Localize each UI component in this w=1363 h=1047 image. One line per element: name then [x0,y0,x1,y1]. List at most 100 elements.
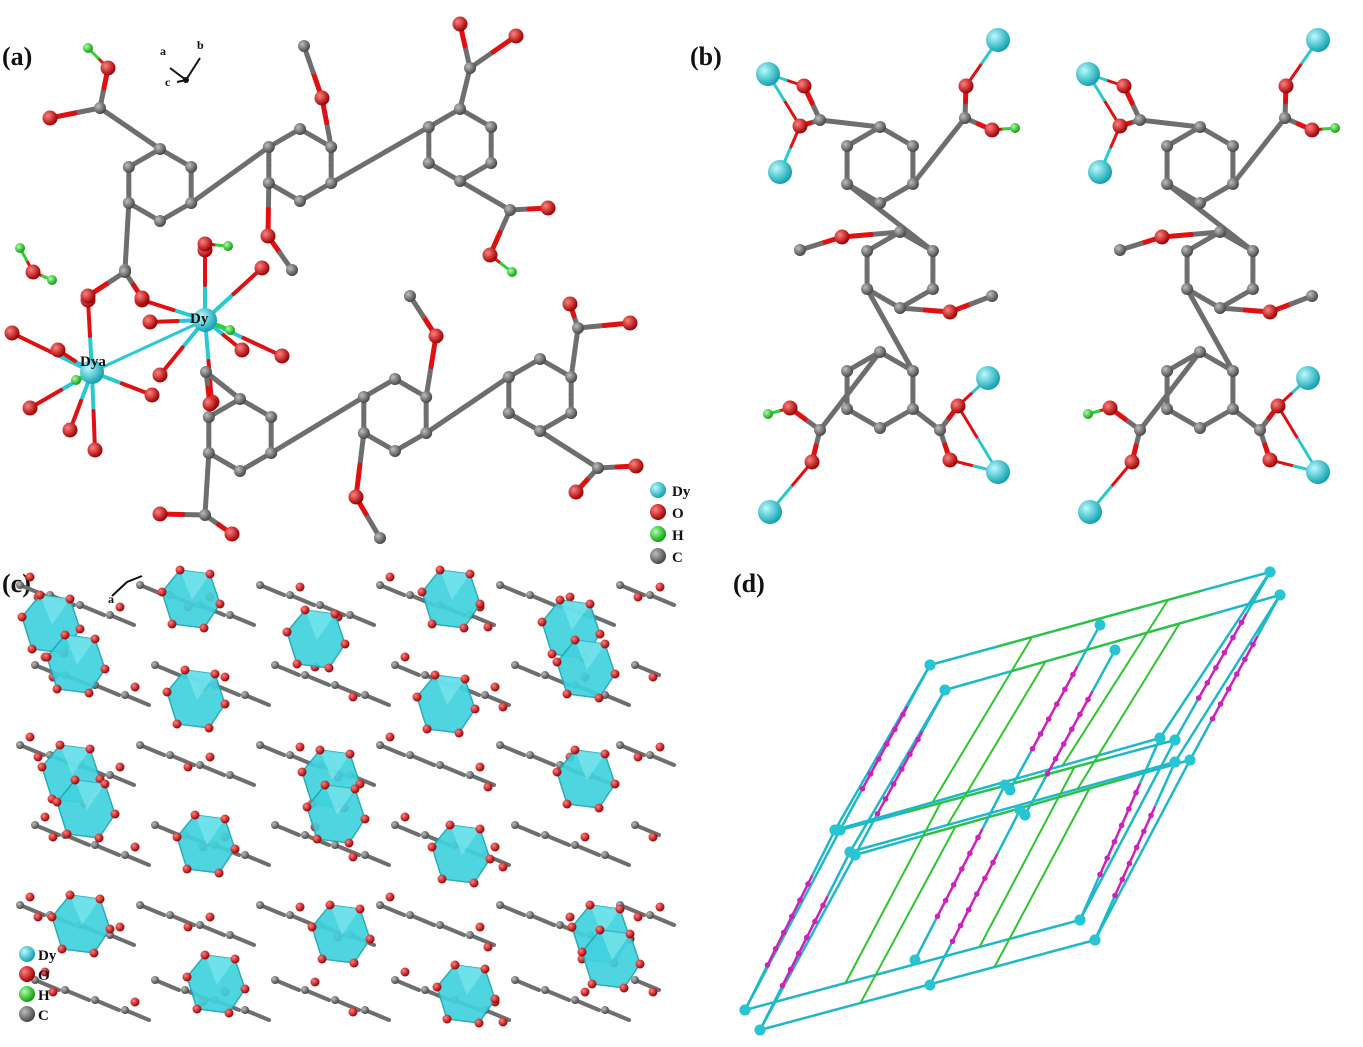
net-node [1126,806,1132,812]
atom-O [205,912,215,922]
atom-H [15,243,25,253]
atom-O [260,228,276,244]
atom-O [585,599,595,609]
atom-C [556,921,564,929]
atom-O [152,367,168,383]
net-edge [849,760,1176,854]
atom-C [301,831,309,839]
net-edge [861,705,909,790]
atom-O [152,506,168,522]
atom-O [324,663,334,673]
net-node [882,796,889,802]
packing-bond [498,743,526,757]
bond [887,215,936,254]
net-node [1225,686,1232,692]
atom-O [84,688,94,698]
atom-O [348,1007,358,1017]
atom-O [205,752,215,762]
packing-bond [258,583,286,597]
legend-o-label: O [672,506,684,522]
bond [1167,349,1203,394]
atom-O [610,669,620,679]
atom-C [294,123,306,135]
net-edge [936,828,984,917]
atom-O [1304,122,1320,138]
packing-bond [108,933,136,947]
atom-O [437,874,447,884]
atom-O [220,672,230,682]
atom-C [301,986,309,994]
net-node [1209,715,1216,722]
dy-polyhedron-face [205,955,235,985]
atom-C [357,427,370,439]
bond [1207,215,1256,254]
dy-polyhedron-face [330,905,360,935]
legend-c-c-swatch [19,1006,35,1022]
net-node [1112,892,1118,899]
bond [315,394,367,428]
net-node [1077,711,1083,718]
atom-O [485,854,495,864]
atom-C [420,427,433,439]
atom-C [121,851,129,859]
atom-O [490,682,500,692]
atom-C [241,691,249,699]
atom-O [172,719,182,729]
bond [1256,115,1288,154]
atom-C [421,831,429,839]
atom-O [782,400,798,416]
atom-C [841,403,854,415]
atom-O [498,702,508,712]
net-node [1195,695,1202,701]
atom-C [874,422,886,434]
atom-C [631,821,639,829]
dy-polyhedron-face [180,570,210,600]
atom-C [1279,112,1291,124]
net-node [924,979,936,991]
packing-bond [648,913,676,927]
atom-O [655,902,665,912]
atom-C [166,911,174,919]
atom-C [200,366,212,378]
atom-O [655,742,665,752]
atom-O [648,987,658,997]
atom-C [389,445,401,457]
net-node [892,726,898,733]
atom-O [230,954,240,964]
atom-O [459,623,469,633]
packing-bond [243,1008,271,1022]
net-edge [996,809,1022,855]
packing-bond [153,978,181,992]
net-edge [853,813,879,856]
packing-bond [243,853,271,867]
dy-polyhedron-face [325,785,355,815]
atom-C [136,901,144,909]
atom-D [1306,460,1330,484]
packing-bond [288,593,316,607]
net-edge [997,589,1203,648]
atom-O [508,28,524,44]
atom-C [271,976,279,984]
net-node [942,897,949,904]
atom-O [22,400,38,416]
net-edge [1093,759,1192,941]
atom-O [562,296,578,312]
net-node [789,913,795,920]
legend-h-label: H [672,528,684,544]
atom-C [485,157,498,169]
legend-c-h-label: H [38,988,50,1004]
atom-O [25,572,35,582]
atom-C [265,411,278,423]
atom-C [1161,140,1174,152]
atom-C [646,751,654,759]
atom-C [421,986,429,994]
atom-C [1194,346,1206,358]
atom-O [610,779,620,789]
atom-C [511,976,519,984]
atom-C [592,462,604,474]
net-node [1242,656,1248,663]
atom-O [1262,452,1278,468]
atom-H [47,275,57,285]
packing-bond [573,843,601,857]
